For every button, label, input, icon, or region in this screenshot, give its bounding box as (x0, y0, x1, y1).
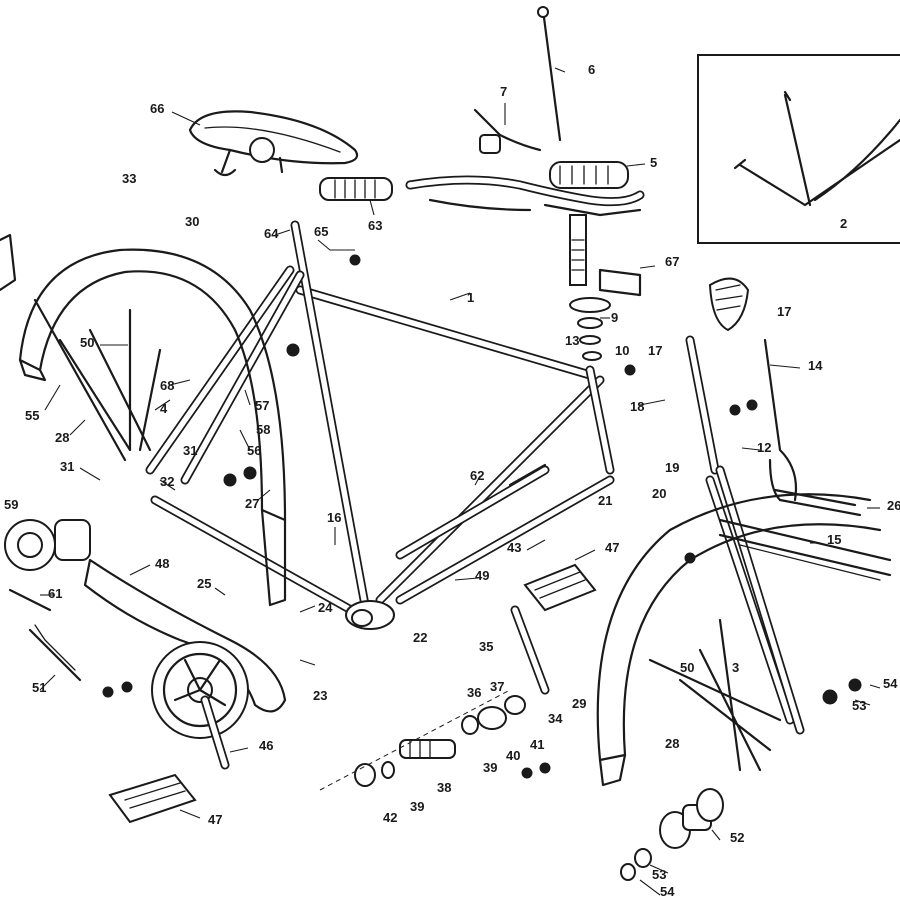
callout-49: 49 (475, 568, 489, 583)
callout-12: 12 (757, 440, 771, 455)
rear-mudguard (18, 248, 287, 607)
callout-37: 37 (490, 679, 504, 694)
callout-53: 53 (652, 867, 666, 882)
rear-lamp (0, 233, 17, 292)
rear-wheel-spokes (33, 298, 162, 462)
callout-17: 17 (777, 304, 791, 319)
callout-7: 7 (500, 84, 507, 99)
front-wheel-spokes (648, 618, 782, 772)
front-hub (620, 788, 724, 881)
callout-26: 26 (887, 498, 900, 513)
callout-labels: 1234567910121314151617171819202122232425… (4, 62, 900, 899)
callout-9: 9 (611, 310, 618, 325)
callout-40: 40 (506, 748, 520, 763)
callout-66: 66 (150, 101, 164, 116)
callout-28: 28 (665, 736, 679, 751)
leader-lines (39, 67, 881, 896)
callout-2: 2 (840, 216, 847, 231)
callout-42: 42 (383, 810, 397, 825)
callout-56: 56 (247, 443, 261, 458)
handlebar (405, 161, 645, 217)
chain-guard (83, 558, 287, 713)
callout-50: 50 (80, 335, 94, 350)
callout-31: 31 (60, 459, 74, 474)
callout-23: 23 (313, 688, 327, 703)
callout-32: 32 (160, 474, 174, 489)
callout-58: 58 (256, 422, 270, 437)
callout-25: 25 (197, 576, 211, 591)
callout-39: 39 (410, 799, 424, 814)
chainwheel (151, 641, 249, 770)
callout-67: 67 (665, 254, 679, 269)
callout-30: 30 (185, 214, 199, 229)
callout-21: 21 (598, 493, 612, 508)
callout-61: 61 (48, 586, 62, 601)
callout-13: 13 (565, 333, 579, 348)
callout-5: 5 (650, 155, 657, 170)
callout-10: 10 (615, 343, 629, 358)
callout-59: 59 (4, 497, 18, 512)
callout-4: 4 (160, 401, 168, 416)
reflector (598, 268, 750, 332)
handlebar-stem (569, 214, 611, 361)
callout-19: 19 (665, 460, 679, 475)
inset-detail-box (697, 54, 900, 244)
callout-22: 22 (413, 630, 427, 645)
callout-14: 14 (808, 358, 823, 373)
callout-34: 34 (548, 711, 563, 726)
callout-54: 54 (883, 676, 898, 691)
callout-43: 43 (507, 540, 521, 555)
callout-50: 50 (680, 660, 694, 675)
callout-52: 52 (730, 830, 744, 845)
callout-41: 41 (530, 737, 544, 752)
callout-36: 36 (467, 685, 481, 700)
callout-65: 65 (314, 224, 328, 239)
callout-54: 54 (660, 884, 675, 899)
callout-47: 47 (208, 812, 222, 827)
callout-39: 39 (483, 760, 497, 775)
callout-28: 28 (55, 430, 69, 445)
crank-arm (510, 605, 550, 695)
callout-31: 31 (183, 443, 197, 458)
pump (395, 463, 550, 560)
rear-hub (4, 519, 91, 682)
callout-48: 48 (155, 556, 169, 571)
callout-51: 51 (32, 680, 46, 695)
callout-6: 6 (588, 62, 595, 77)
callout-3: 3 (732, 660, 739, 675)
callout-55: 55 (25, 408, 39, 423)
callout-53: 53 (852, 698, 866, 713)
callout-63: 63 (368, 218, 382, 233)
callout-62: 62 (470, 468, 484, 483)
callout-68: 68 (160, 378, 174, 393)
callout-1: 1 (467, 290, 474, 305)
saddle (188, 110, 359, 177)
pedal-right (523, 563, 597, 612)
callout-20: 20 (652, 486, 666, 501)
main-frame (145, 220, 615, 630)
pedal-left (108, 773, 197, 824)
small-hardware (102, 254, 862, 779)
callout-47: 47 (605, 540, 619, 555)
bell-and-rod (473, 6, 562, 154)
callout-18: 18 (630, 399, 644, 414)
callout-17: 17 (648, 343, 662, 358)
callout-16: 16 (327, 510, 341, 525)
callout-29: 29 (572, 696, 586, 711)
callout-33: 33 (122, 171, 136, 186)
callout-46: 46 (259, 738, 273, 753)
hand-grip (319, 177, 393, 201)
callout-38: 38 (437, 780, 451, 795)
lamp-bracket (763, 338, 798, 502)
carrier-rack (718, 488, 892, 581)
callout-24: 24 (318, 600, 333, 615)
callout-57: 57 (255, 398, 269, 413)
callout-15: 15 (827, 532, 841, 547)
callout-64: 64 (264, 226, 279, 241)
bottom-bracket-axle (319, 689, 526, 791)
callout-27: 27 (245, 496, 259, 511)
callout-35: 35 (479, 639, 493, 654)
